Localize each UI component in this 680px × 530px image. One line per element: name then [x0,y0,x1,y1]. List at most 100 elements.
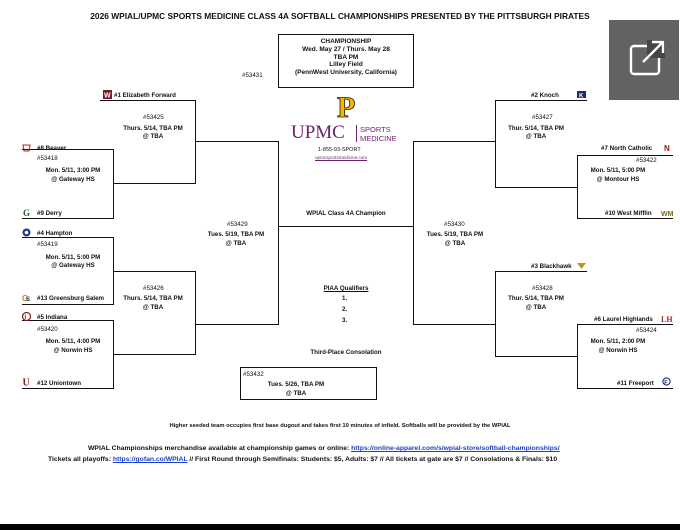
championship-game-id: #53431 [242,72,263,79]
game-time: Tues. 5/19, TBA PM [207,231,265,238]
champion-label: WPIAL Class 4A Champion [306,210,386,217]
bracket-line [240,367,377,369]
svg-text:U: U [23,378,30,387]
bracket-line [113,354,196,356]
pirates-logo-letter: P [337,92,355,120]
game-id: #53427 [532,114,553,121]
bracket-line [577,388,673,390]
tickets-link[interactable]: https://gofan.co/WPIAL [112,456,188,463]
indiana-logo-icon: I [22,312,31,321]
game-time: Mon. 5/11, 5:00 PM [45,254,101,261]
page-title: 2026 WPIAL/UPMC SPORTS MEDICINE CLASS 4A… [90,11,590,21]
team-label: #3 Blackhawk [531,263,572,270]
consolation-label: Third-Place Consolation [310,349,382,356]
game-id: #53419 [37,241,58,248]
derry-logo-icon: G [23,208,30,217]
team-label: #11 Freeport [617,380,654,387]
upmc-logo-text: UPMC [291,122,345,143]
bracket-line [195,141,279,143]
bracket-line [495,187,578,189]
championship-dates: Wed. May 27 / Thurs. May 28 [302,45,390,53]
sponsor-division-line1: SPORTS [360,125,391,134]
game-time: Mon. 5/11, 3:00 PM [45,167,101,174]
sponsor-division-line2: MEDICINE [360,134,397,143]
beaver-logo-icon [22,144,31,152]
championship-time: TBA PM [333,53,359,61]
bracket-line [495,356,578,358]
game-site: @ TBA [525,304,547,311]
team-label: #9 Derry [37,210,62,217]
elizabeth-forward-logo-icon: W [103,90,112,99]
tickets-suffix: // First Round through Semifinals: Stude… [187,456,558,463]
svg-text:G: G [23,208,30,217]
bracket-line [113,271,196,273]
team-label: #7 North Catholic [601,145,653,152]
team-label: #1 Elizabeth Forward [114,92,176,99]
svg-text:N: N [664,144,670,152]
game-site: @ TBA [285,390,307,397]
piaa-heading: PIAA Qualifiers [323,285,369,292]
hampton-logo-icon [22,228,31,237]
bracket-line [195,324,279,326]
championship-heading: CHAMPIONSHIP [320,38,372,45]
tickets-prefix: Tickets all playoffs: [48,456,113,463]
sponsor-url[interactable]: upmcsportsmedicine.com [315,155,368,160]
svg-text:K: K [579,94,584,100]
svg-text:I: I [25,315,27,321]
game-site: @ Montour HS [596,176,640,183]
team-label: #8 Beaver [37,145,67,152]
game-time: Tues. 5/26, TBA PM [267,381,325,388]
bracket-line [376,367,378,400]
championship-venue-detail: (PennWest University, California) [295,69,397,77]
bracket-line [495,100,497,188]
game-id: #53428 [532,285,553,292]
svg-text:LH: LH [661,315,673,323]
dugout-note: Higher seeded team occupies first base d… [169,423,511,429]
game-id: #53426 [143,285,164,292]
bracket-line [240,399,377,401]
sponsor-phone: 1-855-93-SPORT [318,147,361,153]
bracket-line [240,367,242,400]
bracket-line [577,324,673,326]
game-id: #53432 [243,371,264,378]
game-time: Tues. 5/19, TBA PM [426,231,484,238]
svg-text:F: F [664,380,668,386]
merch-link[interactable]: https://online-apparel.com/s/wpial-store… [351,445,560,452]
bracket-line [495,271,587,273]
north-catholic-logo-icon: N [664,144,670,152]
game-time: Mon. 5/11, 2:00 PM [590,338,646,345]
team-label: #6 Laurel Highlands [594,316,653,323]
game-id: #53425 [143,114,164,121]
merch-text: WPIAL Championships merchandise availabl… [88,445,352,452]
team-label: #2 Knoch [531,92,559,99]
bracket-line [495,100,587,102]
game-site: @ TBA [142,304,164,311]
game-id: #53422 [636,157,657,164]
championship-venue: Lilley Field [329,61,363,69]
bracket-line [414,141,496,143]
game-time: Thur. 5/14, TBA PM [508,125,564,132]
game-id: #53418 [37,155,58,162]
bracket-line [414,324,496,326]
game-site: @ TBA [225,240,247,247]
bracket-line [195,271,197,355]
piaa-slot: 2. [342,306,348,313]
bracket-line [495,271,497,357]
game-site: @ Norwin HS [598,347,638,354]
game-site: @ Norwin HS [53,347,93,354]
game-id: #53424 [636,327,657,334]
blackhawk-logo-icon [577,263,586,269]
bracket-line [577,218,673,220]
open-external-button[interactable] [609,20,679,100]
game-id: #53430 [444,221,465,228]
game-time: Mon. 5/11, 5:00 PM [590,167,646,174]
freeport-logo-icon: F [662,377,671,386]
team-label: #5 Indiana [37,314,68,321]
team-label: #4 Hampton [37,230,73,237]
bracket-line [22,304,114,306]
laurel-highlands-logo-icon: LH [661,315,673,323]
uniontown-logo-icon: U [23,378,30,387]
bracket-line [22,320,114,322]
team-label: #12 Uniontown [37,380,82,387]
